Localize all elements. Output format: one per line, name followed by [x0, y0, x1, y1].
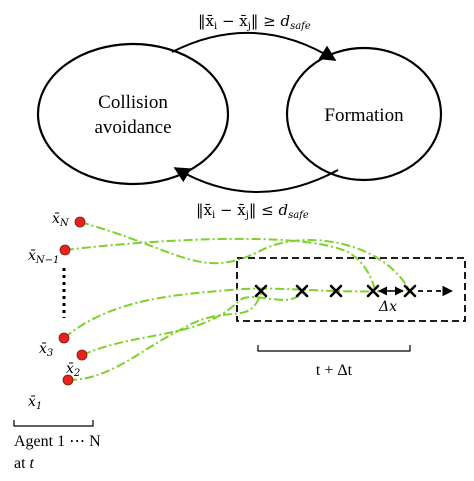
target-marker-1 — [254, 284, 268, 298]
trajectory-agent-1 — [67, 289, 263, 381]
agent-dot-n-minus-1 — [59, 244, 71, 256]
transition-arrow-to-collision-avoidance — [173, 167, 339, 193]
target-marker-2 — [295, 284, 309, 298]
target-bracket — [257, 345, 411, 352]
trajectories — [63, 221, 409, 381]
agents-bracket — [13, 420, 94, 427]
formation-label: Formation — [324, 105, 404, 126]
agent-dot-3 — [58, 332, 70, 344]
spacing-label: Δx — [378, 299, 397, 315]
agent-label-1: x̄1 — [28, 394, 42, 412]
target-marker-3 — [329, 284, 343, 298]
transition-arrow-to-formation — [171, 31, 337, 61]
trajectory-agent-n-minus-1 — [64, 237, 376, 291]
collision-avoidance-state: Collision avoidance — [36, 42, 230, 186]
agent-dots — [58, 216, 88, 386]
condition-bottom: ‖x̄i − x̄j‖ ≤ dsafe — [196, 201, 309, 221]
agent-dot-n — [74, 216, 86, 228]
collision-avoidance-label-line2: avoidance — [94, 117, 171, 138]
agent-label-n: x̄N — [52, 211, 70, 229]
formation-state: Formation — [285, 46, 443, 182]
target-markers — [254, 284, 417, 298]
condition-top: ‖x̄i − x̄j‖ ≥ dsafe — [198, 12, 311, 32]
target-marker-5 — [403, 284, 417, 298]
agents-caption-line2: at t — [14, 455, 35, 472]
target-time-label: t + Δt — [316, 362, 353, 379]
trajectory-agent-3 — [63, 287, 409, 339]
agent-label-2: x̄2 — [66, 361, 80, 379]
agent-label-3: x̄3 — [39, 341, 53, 359]
agent-dot-1 — [62, 374, 74, 386]
trajectory-agent-2 — [81, 291, 303, 356]
agent-dot-2 — [76, 349, 88, 361]
target-marker-4 — [366, 284, 380, 298]
collision-avoidance-label-line1: Collision — [98, 92, 168, 113]
trajectory-agent-n — [79, 221, 409, 289]
agent-label-n-minus-1: x̄N−1 — [28, 248, 59, 266]
agents-caption-line1: Agent 1 ⋯ N — [14, 433, 101, 450]
